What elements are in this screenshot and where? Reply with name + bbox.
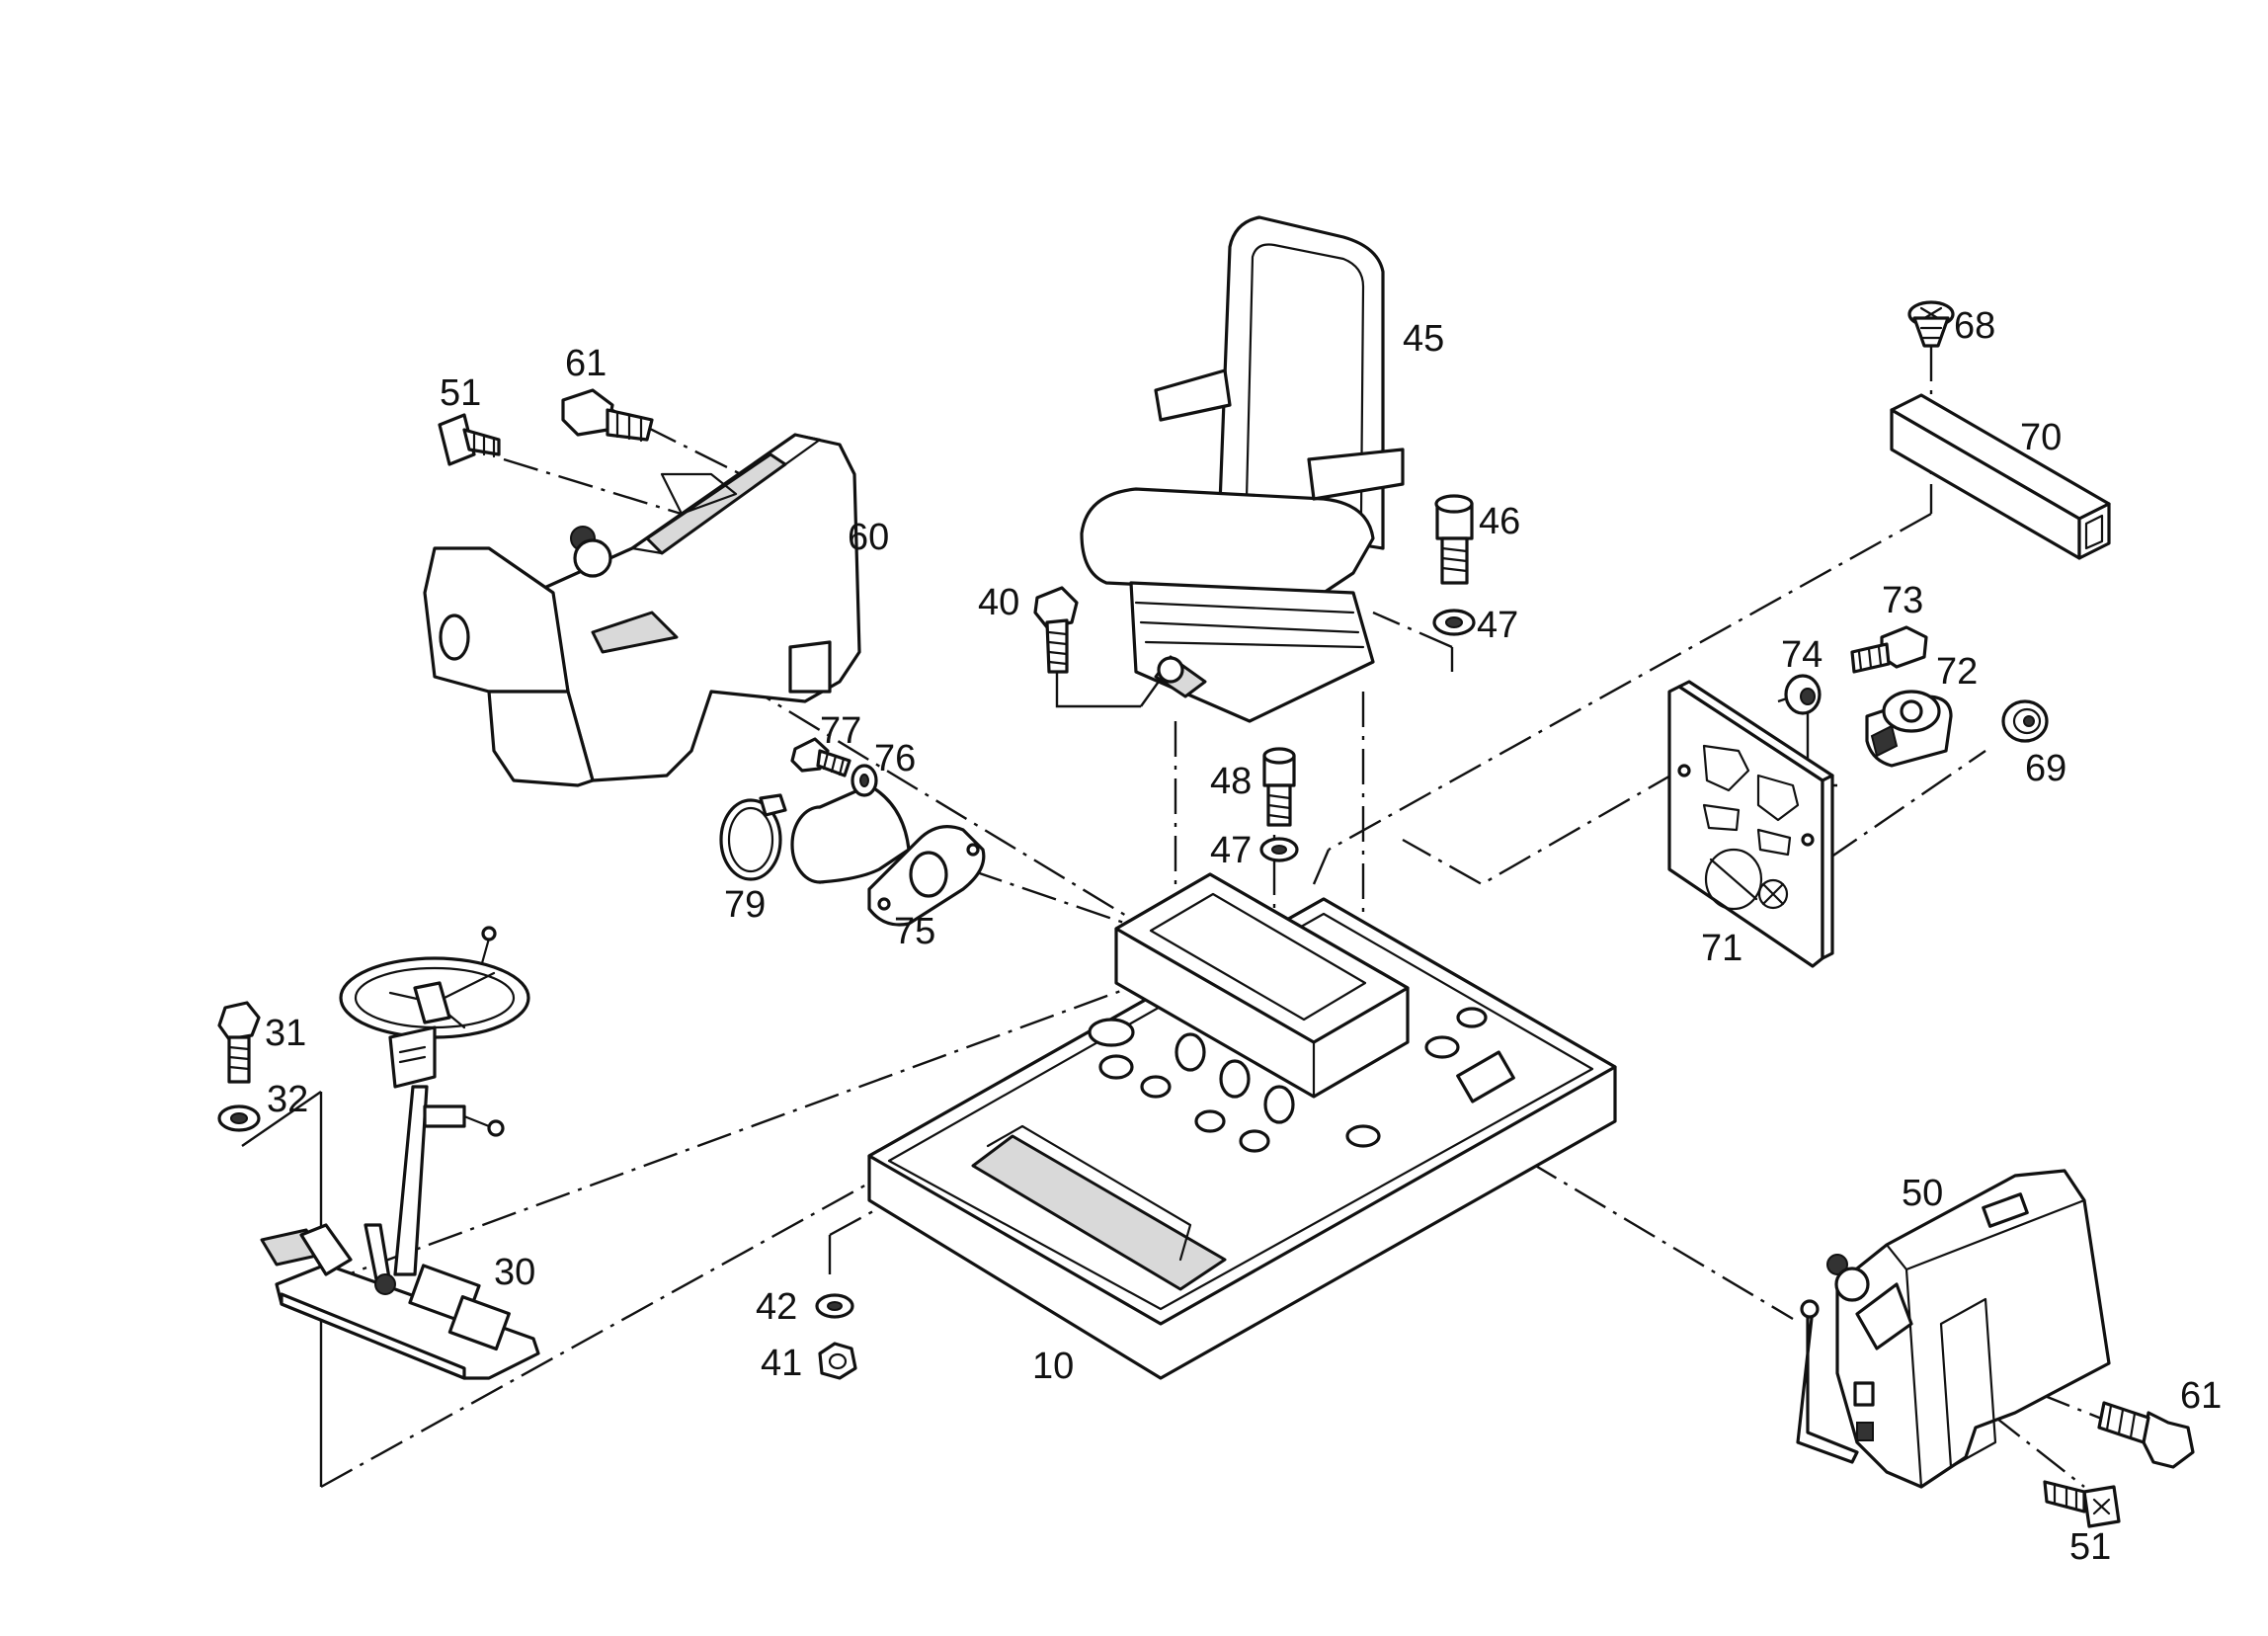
callout-46: 46: [1479, 501, 1520, 542]
callout-47-upper: 47: [1477, 605, 1518, 646]
callout-51-bottom: 51: [2069, 1526, 2111, 1568]
switch-part-72: [1865, 690, 1953, 768]
washer-part-47-upper: [1432, 609, 1476, 636]
washer-part-47-lower: [1259, 837, 1299, 862]
callout-48: 48: [1210, 761, 1252, 802]
callout-72: 72: [1936, 651, 1978, 693]
callout-69: 69: [2025, 748, 2066, 789]
callout-30: 30: [494, 1252, 535, 1293]
screw-part-73: [1850, 625, 1928, 674]
bolt-part-51-top: [438, 413, 501, 466]
washer-part-76: [850, 764, 878, 797]
callout-10: 10: [1032, 1346, 1074, 1387]
right-console-part-50: [1796, 1169, 2111, 1489]
bolt-part-31: [217, 1001, 261, 1084]
callout-labels: 10 30 31 32 40 41 42 45 46 47 47 48 50 5…: [265, 305, 2222, 1568]
callout-50: 50: [1902, 1173, 1943, 1214]
base-plate-part-10: [867, 872, 1617, 1380]
callout-42: 42: [756, 1286, 797, 1328]
callout-32: 32: [267, 1079, 308, 1120]
bolt-part-51-bottom: [2043, 1480, 2121, 1528]
callout-51-top: 51: [440, 372, 481, 414]
steering-unit-part-30: [260, 926, 540, 1380]
panel-part-71: [1667, 680, 1834, 968]
clamp-part-79: [719, 793, 787, 881]
washer-part-32: [217, 1104, 261, 1132]
callout-31: 31: [265, 1013, 306, 1054]
bolt-part-48: [1262, 747, 1296, 827]
bolt-part-77: [790, 737, 851, 777]
screw-part-68: [1907, 300, 1955, 348]
callout-61-bottom: 61: [2180, 1375, 2222, 1417]
elbow-part-75: [790, 783, 986, 927]
callout-60: 60: [848, 517, 889, 558]
bar-part-70: [1890, 393, 2111, 560]
bolt-part-61-bottom: [2097, 1401, 2195, 1469]
callout-41: 41: [761, 1343, 802, 1384]
callout-47-lower: 47: [1210, 830, 1252, 871]
callout-68: 68: [1954, 305, 1995, 347]
callout-61-top: 61: [565, 343, 607, 384]
washer-part-74: [1784, 674, 1822, 715]
nut-part-69: [2001, 699, 2049, 743]
washer-part-42: [815, 1293, 854, 1319]
callout-77: 77: [820, 710, 861, 752]
callout-71: 71: [1701, 928, 1742, 969]
callout-70: 70: [2020, 417, 2062, 458]
callout-79: 79: [724, 884, 766, 926]
left-console-part-60: [423, 433, 861, 787]
callout-73: 73: [1882, 580, 1923, 621]
callout-40: 40: [978, 582, 1019, 623]
bolt-part-40: [1033, 586, 1079, 674]
bolt-part-61-top: [561, 388, 654, 443]
callout-45: 45: [1403, 318, 1444, 360]
bolt-part-46: [1434, 494, 1474, 585]
callout-76: 76: [874, 738, 916, 779]
callout-75: 75: [894, 911, 935, 952]
seat-part-45: [1080, 215, 1405, 723]
nut-part-41: [818, 1342, 857, 1380]
callout-74: 74: [1781, 634, 1822, 676]
